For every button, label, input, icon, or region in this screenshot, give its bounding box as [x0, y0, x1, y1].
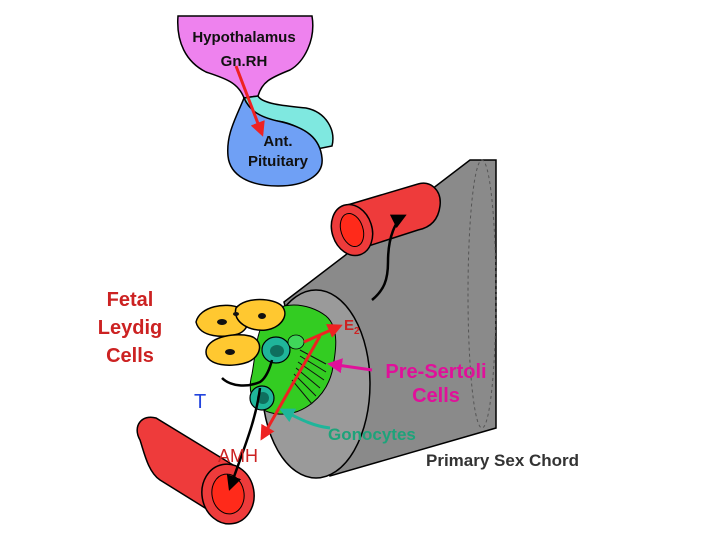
- sex-chord-far-end: [467, 159, 497, 429]
- pre-sertoli-label-line2: Cells: [412, 385, 460, 407]
- lower-blood-vessel: [136, 416, 255, 525]
- sex-chord-label: Primary Sex Chord: [426, 451, 579, 470]
- gonocytes-label: Gonocytes: [328, 425, 416, 444]
- gnrh-arrow: [234, 65, 265, 137]
- leydig-to-t-arrow: [221, 359, 274, 387]
- e2-label-main: E: [344, 317, 354, 334]
- pre-sertoli-label-line1: Pre-Sertoli: [385, 361, 486, 383]
- pre-sertoli-arrow: [327, 358, 373, 374]
- gonocyte-1-nucleus: [270, 345, 284, 357]
- leydig-label-line2: Leydig: [98, 317, 162, 339]
- gonocytes-arrow: [279, 408, 331, 430]
- e2-label: E2: [344, 317, 360, 337]
- gnrh-label: Gn.RH: [221, 53, 268, 70]
- amh-arrow: [260, 335, 322, 441]
- leydig-nuclei: [217, 312, 266, 355]
- amh-label: AMH: [218, 446, 258, 466]
- e2-label-sub: 2: [354, 326, 360, 337]
- pituitary-shape: [227, 96, 323, 187]
- leydig-label-line1: Fetal: [107, 289, 154, 311]
- pituitary-label-line2: Pituitary: [248, 153, 309, 170]
- gonocyte-group: [249, 334, 305, 411]
- leydig-label-line3: Cells: [106, 345, 154, 367]
- t-to-vessel-arrow: [226, 387, 262, 491]
- pituitary-label-line1: Ant.: [263, 133, 292, 150]
- t-label: T: [194, 391, 206, 413]
- e2-to-vessel-arrow: [371, 214, 407, 301]
- e2-arrow: [303, 324, 343, 344]
- hypothalamus-label: Hypothalamus: [192, 29, 295, 46]
- gonocyte-3: [287, 334, 305, 350]
- pre-sertoli-mass: [249, 304, 337, 415]
